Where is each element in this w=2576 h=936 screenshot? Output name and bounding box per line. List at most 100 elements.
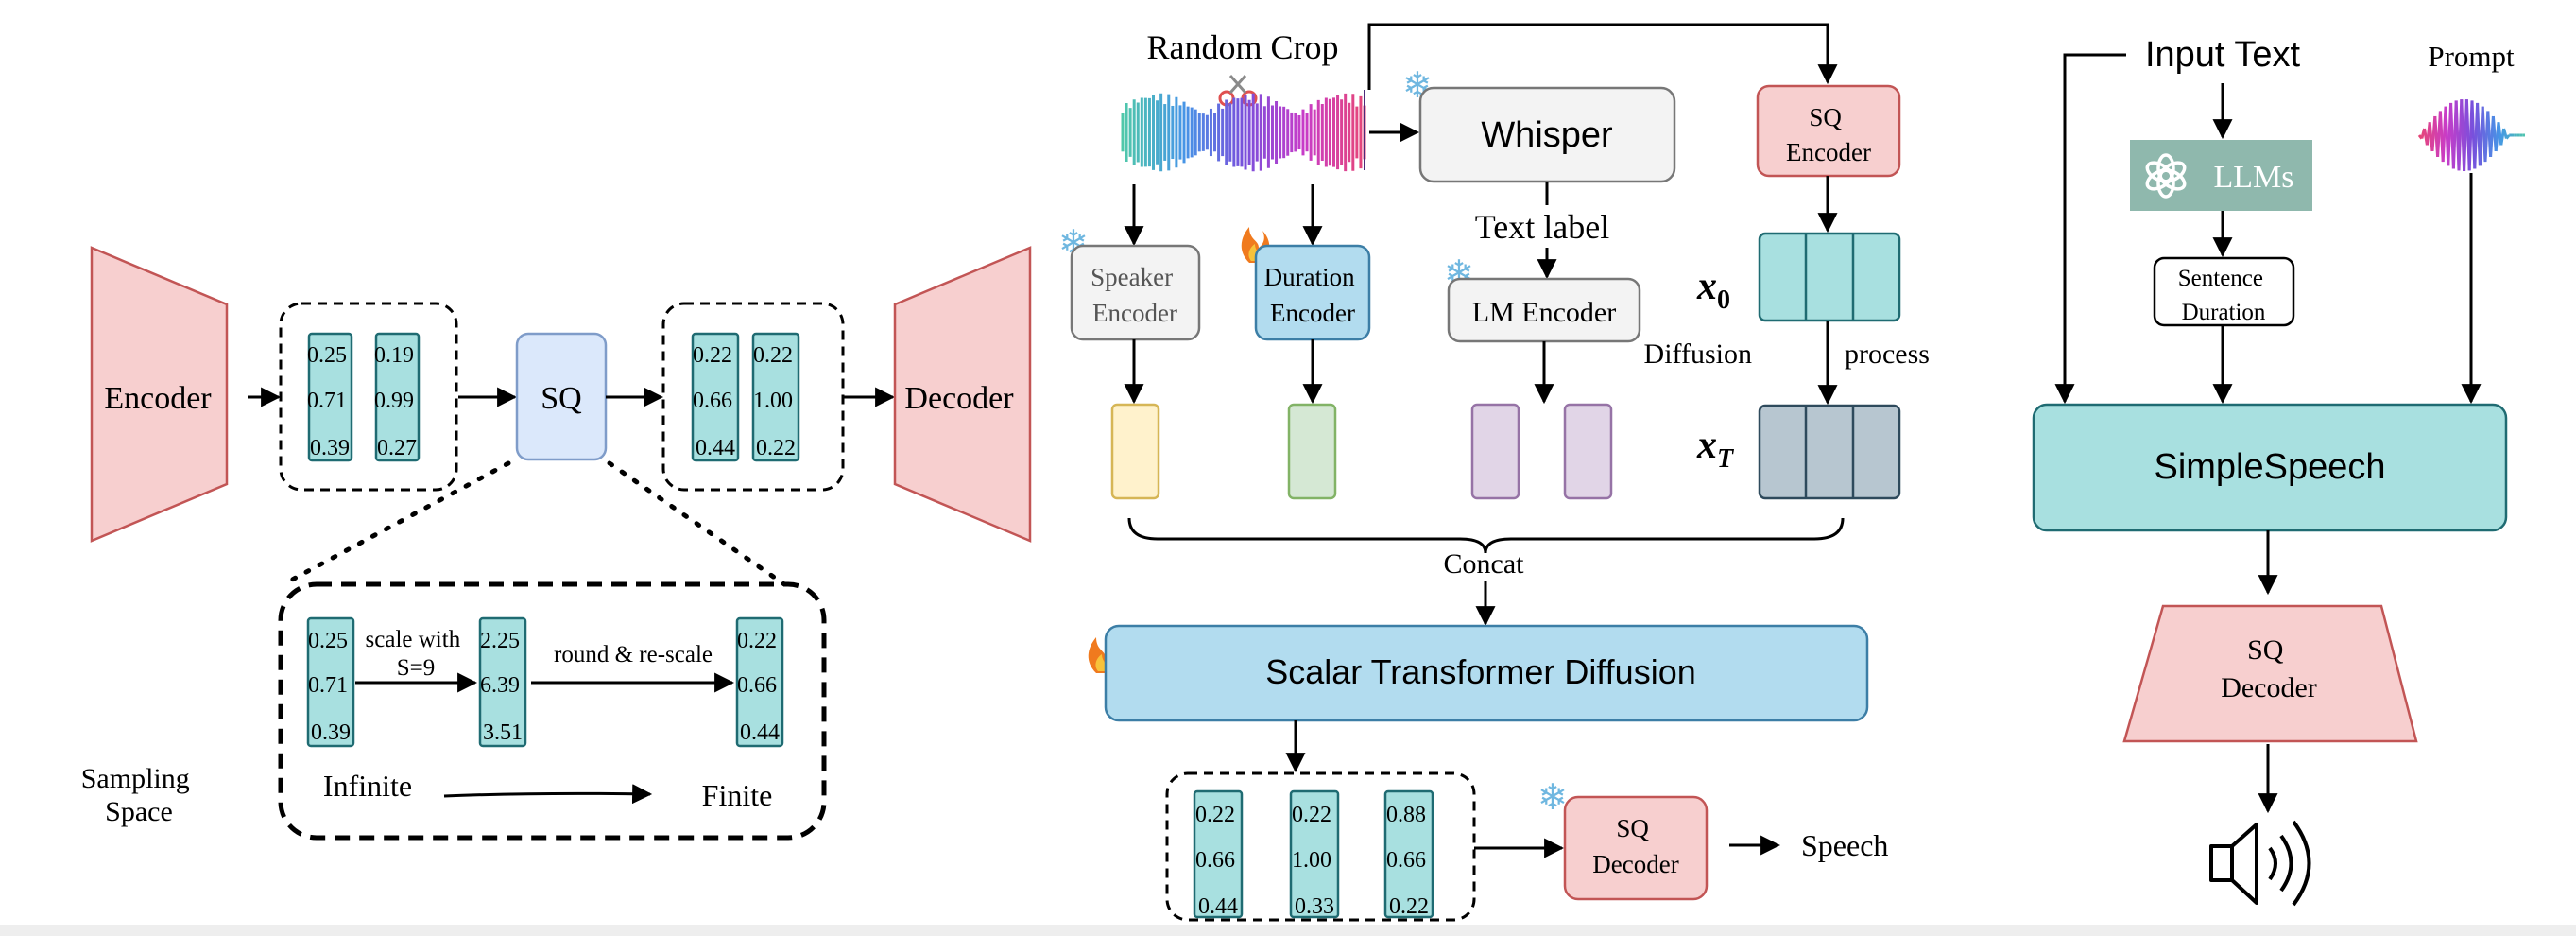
page-bottom-bar	[0, 925, 2576, 936]
sq-decoder-block	[2122, 604, 2418, 743]
svg-text:xT: xT	[1696, 424, 1735, 474]
vector-value: 0.71	[307, 389, 347, 413]
svg-text:SQ Decoder: SQ Decoder	[1592, 814, 1678, 878]
vector-value: 0.39	[311, 720, 351, 745]
svg-text:0.22 1.00 0.33: 0.22 1.00 0.33	[1292, 803, 1337, 919]
svg-text:0.25 0.71 0.39: 0.25 0.71 0.39	[307, 343, 352, 460]
left-panel: Encoder 0.25 0.71 0.39 0.19 0.99 0.27 SQ…	[81, 246, 1032, 841]
duration-embedding	[1287, 403, 1337, 500]
svg-text:Sampling Space: Sampling Space	[81, 763, 197, 827]
vector-value: 0.22	[1389, 894, 1429, 919]
audio-waveform	[1121, 93, 1366, 172]
svg-text:0.25 0.71 0.39: 0.25 0.71 0.39	[308, 629, 353, 745]
xT-subscript: T	[1717, 444, 1735, 474]
sentence-duration-label: Sentence	[2178, 266, 2263, 291]
vector-value: 0.27	[377, 436, 417, 460]
xT-latent	[1758, 404, 1901, 500]
sq-decoder-label: SQ	[2247, 634, 2284, 666]
xT-symbol: x	[1696, 424, 1717, 467]
svg-text:Sentence Duration: Sentence Duration	[2178, 266, 2269, 325]
vector-value: 0.33	[1295, 894, 1334, 919]
svg-text:0.19 0.99 0.27: 0.19 0.99 0.27	[374, 343, 420, 460]
vector-value: 0.22	[737, 629, 777, 653]
lm-encoder-label: LM Encoder	[1472, 297, 1616, 328]
concat-label: Concat	[1444, 548, 1525, 580]
vector-value: 0.44	[740, 720, 780, 745]
sq-decoder-label: Decoder	[2221, 672, 2317, 703]
vector-value: 0.88	[1386, 803, 1426, 827]
sq-decoder-label: Decoder	[1592, 850, 1678, 878]
diffusion-label: Diffusion	[1644, 338, 1752, 370]
vector-value: 6.39	[480, 673, 520, 698]
speaker-icon	[2209, 820, 2311, 907]
speaker-encoder-label: Speaker	[1091, 263, 1173, 291]
scalar-transformer-label: Scalar Transformer Diffusion	[1265, 652, 1696, 691]
speech-label: Speech	[1801, 828, 1888, 862]
vector-value: 0.66	[1386, 848, 1426, 873]
text-embedding	[1563, 403, 1613, 500]
simplespeech-label: SimpleSpeech	[2154, 447, 2385, 487]
prompt-label: Prompt	[2428, 40, 2515, 73]
right-panel: Input Text Prompt LLMs Sentence Duration…	[2032, 35, 2525, 907]
scale-label: scale with	[366, 627, 461, 652]
x0-subscript: 0	[1717, 286, 1730, 315]
vector-value: 0.44	[1198, 894, 1238, 919]
prompt-wave-segment	[2505, 134, 2511, 140]
duration-encoder-label: Duration	[1264, 263, 1355, 291]
duration-encoder-label: Encoder	[1270, 299, 1355, 327]
sampling-zoom-box	[278, 581, 827, 841]
openai-logo-icon	[2145, 153, 2187, 199]
middle-panel: Random Crop ❄ ❄ ❄ ❄ Whisper	[1058, 23, 1930, 922]
vector-value: 0.71	[308, 673, 348, 698]
decoder-block	[893, 246, 1032, 543]
vector-value: 0.19	[374, 343, 414, 368]
process-label: process	[1845, 338, 1930, 370]
svg-text:x0: x0	[1696, 265, 1730, 315]
sentence-duration-label: Duration	[2182, 300, 2266, 325]
vector-value: 0.22	[756, 436, 796, 460]
round-rescale-label: round & re-scale	[554, 642, 713, 667]
vector-value: 0.66	[737, 673, 777, 698]
x0-symbol: x	[1696, 265, 1717, 308]
svg-text:0.22 1.00 0.22: 0.22 1.00 0.22	[753, 343, 799, 460]
llms-label: LLMs	[2214, 160, 2294, 195]
concat-brace	[1127, 517, 1845, 554]
vector-value: 0.22	[693, 343, 732, 368]
random-crop-label: Random Crop	[1147, 28, 1339, 66]
vector-value: 0.22	[1195, 803, 1235, 827]
encoder-label: Encoder	[104, 381, 212, 416]
simplespeech-block	[2032, 403, 2508, 532]
speaker-embedding	[1110, 403, 1160, 500]
svg-text:0.22 0.66 0.44: 0.22 0.66 0.44	[1195, 803, 1241, 919]
svg-text:0.22 0.66 0.44: 0.22 0.66 0.44	[693, 343, 738, 460]
scalar-transformer-diffusion-block	[1104, 624, 1869, 722]
sq-encoder-label: SQ	[1809, 103, 1842, 131]
vector-value: 0.39	[310, 436, 350, 460]
text-embedding	[1470, 403, 1520, 500]
sq-encoder-label: Encoder	[1786, 138, 1871, 166]
sampling-space-label: Sampling	[81, 763, 190, 794]
vector-value: 0.66	[693, 389, 732, 413]
frozen-snowflake-icon: ❄	[1537, 778, 1568, 818]
vector-value: 3.51	[483, 720, 523, 745]
sq-decoder-block	[1563, 795, 1709, 901]
input-vectors-group	[279, 302, 458, 492]
prompt-waveform	[2417, 99, 2525, 172]
x0-latent	[1758, 232, 1901, 322]
svg-text:0.22 0.66 0.44: 0.22 0.66 0.44	[737, 629, 782, 745]
svg-text:SQ Encoder: SQ Encoder	[1786, 103, 1871, 166]
vector-value: 0.44	[696, 436, 735, 460]
text-label: Text label	[1475, 208, 1609, 246]
infinite-label: Infinite	[323, 769, 412, 803]
input-text-label: Input Text	[2145, 35, 2301, 75]
encoder-block	[90, 246, 229, 543]
vector-value: 0.22	[1292, 803, 1331, 827]
vector-value: 0.99	[374, 389, 414, 413]
scale-label: S=9	[397, 655, 436, 681]
finite-label: Finite	[702, 778, 773, 812]
sq-label: SQ	[541, 381, 581, 416]
speaker-encoder-label: Encoder	[1092, 299, 1177, 327]
svg-text:Duration Encoder: Duration Encoder	[1264, 263, 1362, 327]
decoder-label: Decoder	[904, 381, 1014, 416]
vector-value: 0.25	[308, 629, 348, 653]
